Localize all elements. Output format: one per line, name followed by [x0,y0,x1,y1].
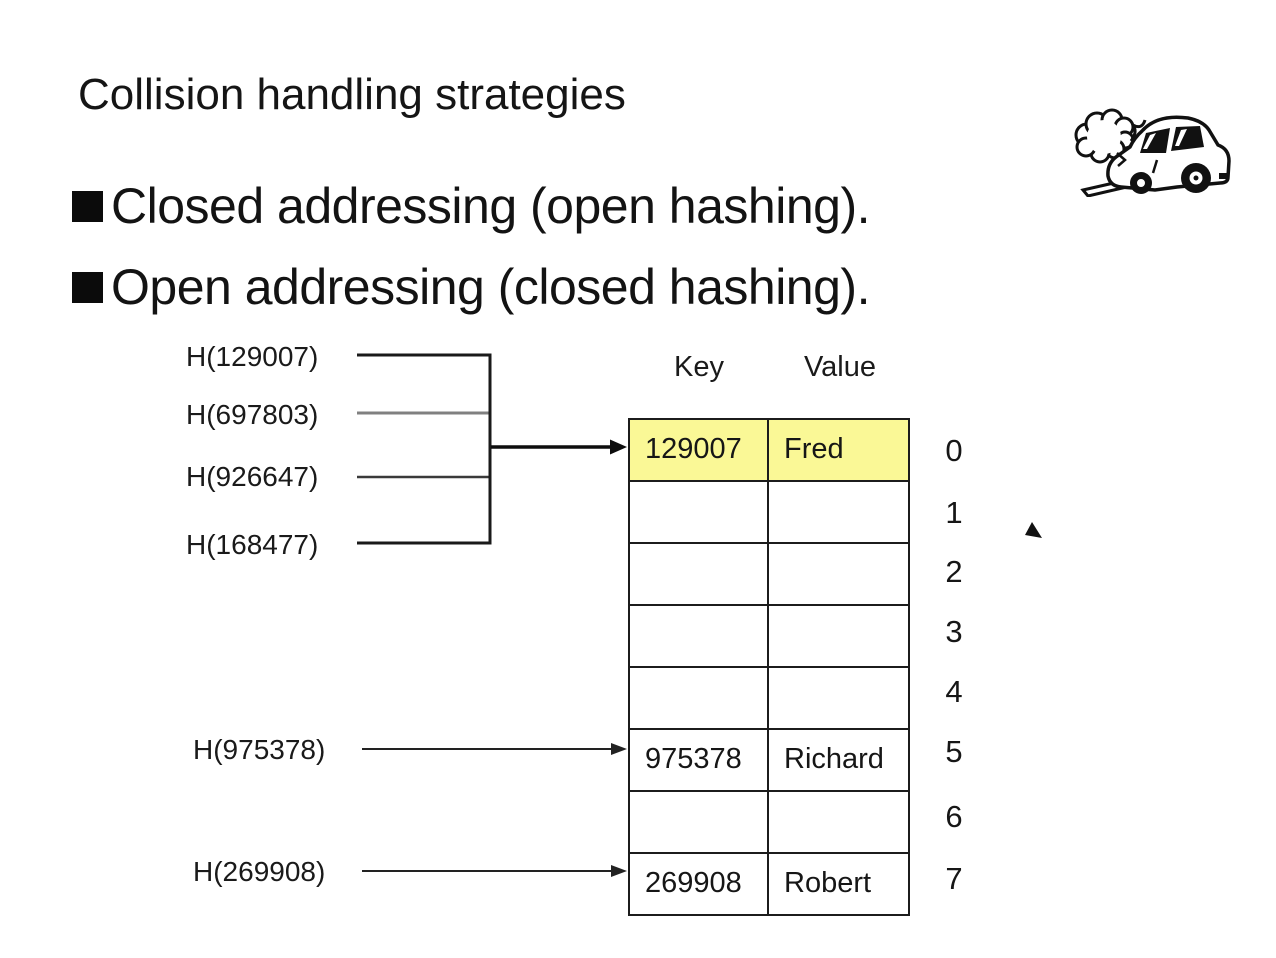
table-row [630,666,908,728]
table-row [630,542,908,604]
table-row [630,604,908,666]
row-index-label: 5 [945,734,963,769]
hash-label: H(697803) [186,399,319,430]
table-row: 975378 Richard [630,728,908,790]
bullet-square-icon [72,272,103,303]
column-header-value: Value [803,351,877,383]
car-crash-icon [1074,108,1231,197]
row-index-label: 6 [945,799,963,834]
value-cell: Fred [784,433,844,465]
table-row: 129007 Fred [630,420,908,480]
bullet-square-icon [72,191,103,222]
key-cell [630,606,769,666]
bullet-item-closed-addressing: Closed addressing (open hashing). [72,178,871,234]
bullet-text: Closed addressing (open hashing). [111,178,871,234]
bullet-item-open-addressing: Open addressing (closed hashing). [72,259,870,315]
hash-table: 129007 Fred 975378 Richard 269908 [628,418,910,916]
table-row [630,790,908,852]
key-cell: 269908 [630,854,769,914]
key-cell: 975378 [630,730,769,790]
value-cell [769,668,908,728]
value-cell: Robert [784,867,872,899]
table-row: 269908 Robert [630,852,908,914]
key-cell: 129007 [630,420,769,480]
key-cell [630,792,769,852]
value-cell [769,544,908,604]
row-index-label: 2 [945,554,963,589]
value-cell [769,482,908,542]
value-cell [769,606,908,666]
hash-label: H(129007) [186,341,319,372]
value-cell: Richard [784,743,884,775]
row-index-label: 4 [945,674,963,709]
row-index-label: 7 [945,861,963,896]
bullet-text: Open addressing (closed hashing). [111,259,870,315]
hash-label: H(269908) [193,856,326,887]
key-cell [630,544,769,604]
table-row [630,480,908,542]
hash-label: H(975378) [193,734,326,765]
value-cell [769,792,908,852]
column-header-key: Key [674,351,724,383]
hash-label: H(168477) [186,529,319,560]
page-title: Collision handling strategies [78,70,626,119]
row-index-label: 1 [945,495,963,530]
row-index-label: 0 [945,433,963,468]
key-cell [630,668,769,728]
row-index-label: 3 [945,614,963,649]
key-cell [630,482,769,542]
hash-label: H(926647) [186,461,319,492]
